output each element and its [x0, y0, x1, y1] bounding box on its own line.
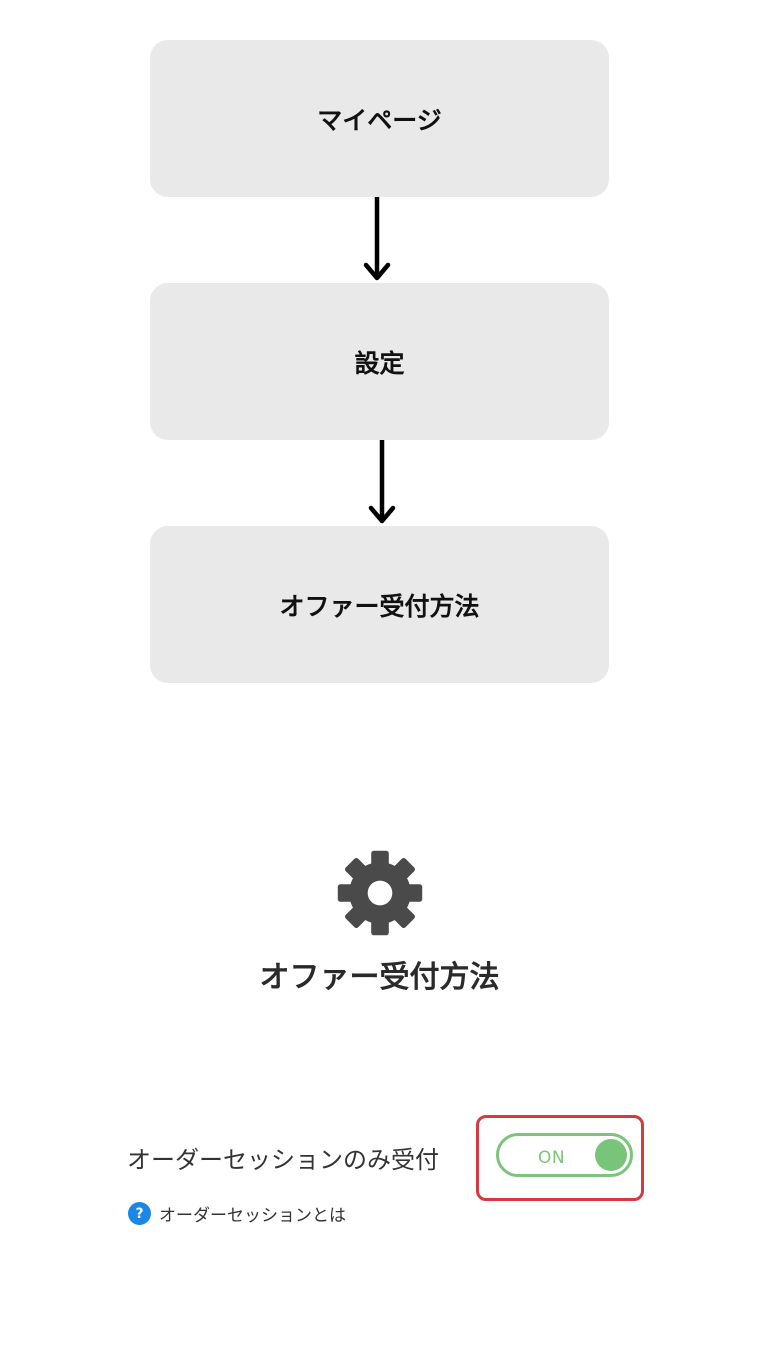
order-session-only-label: オーダーセッションのみ受付	[127, 1146, 439, 1174]
toggle-knob	[595, 1139, 627, 1171]
gear-icon	[337, 850, 423, 936]
toggle-state-label: ON	[538, 1148, 566, 1168]
page-title: オファー受付方法	[259, 960, 500, 995]
step-label: オファー受付方法	[279, 591, 480, 621]
step-label: マイページ	[317, 105, 442, 135]
arrow-down-icon	[363, 197, 391, 281]
order-session-help-link[interactable]: ? オーダーセッションとは	[128, 1201, 346, 1226]
step-label: 設定	[354, 348, 405, 378]
step-box-my-page: マイページ	[150, 40, 609, 197]
arrow-down-icon	[368, 440, 396, 524]
question-icon: ?	[128, 1202, 151, 1225]
step-box-offer-method: オファー受付方法	[150, 526, 609, 683]
step-box-settings: 設定	[150, 283, 609, 440]
order-session-only-toggle[interactable]: ON	[496, 1133, 633, 1177]
toggle-highlight-frame	[476, 1115, 644, 1201]
help-link-text: オーダーセッションとは	[159, 1206, 346, 1226]
